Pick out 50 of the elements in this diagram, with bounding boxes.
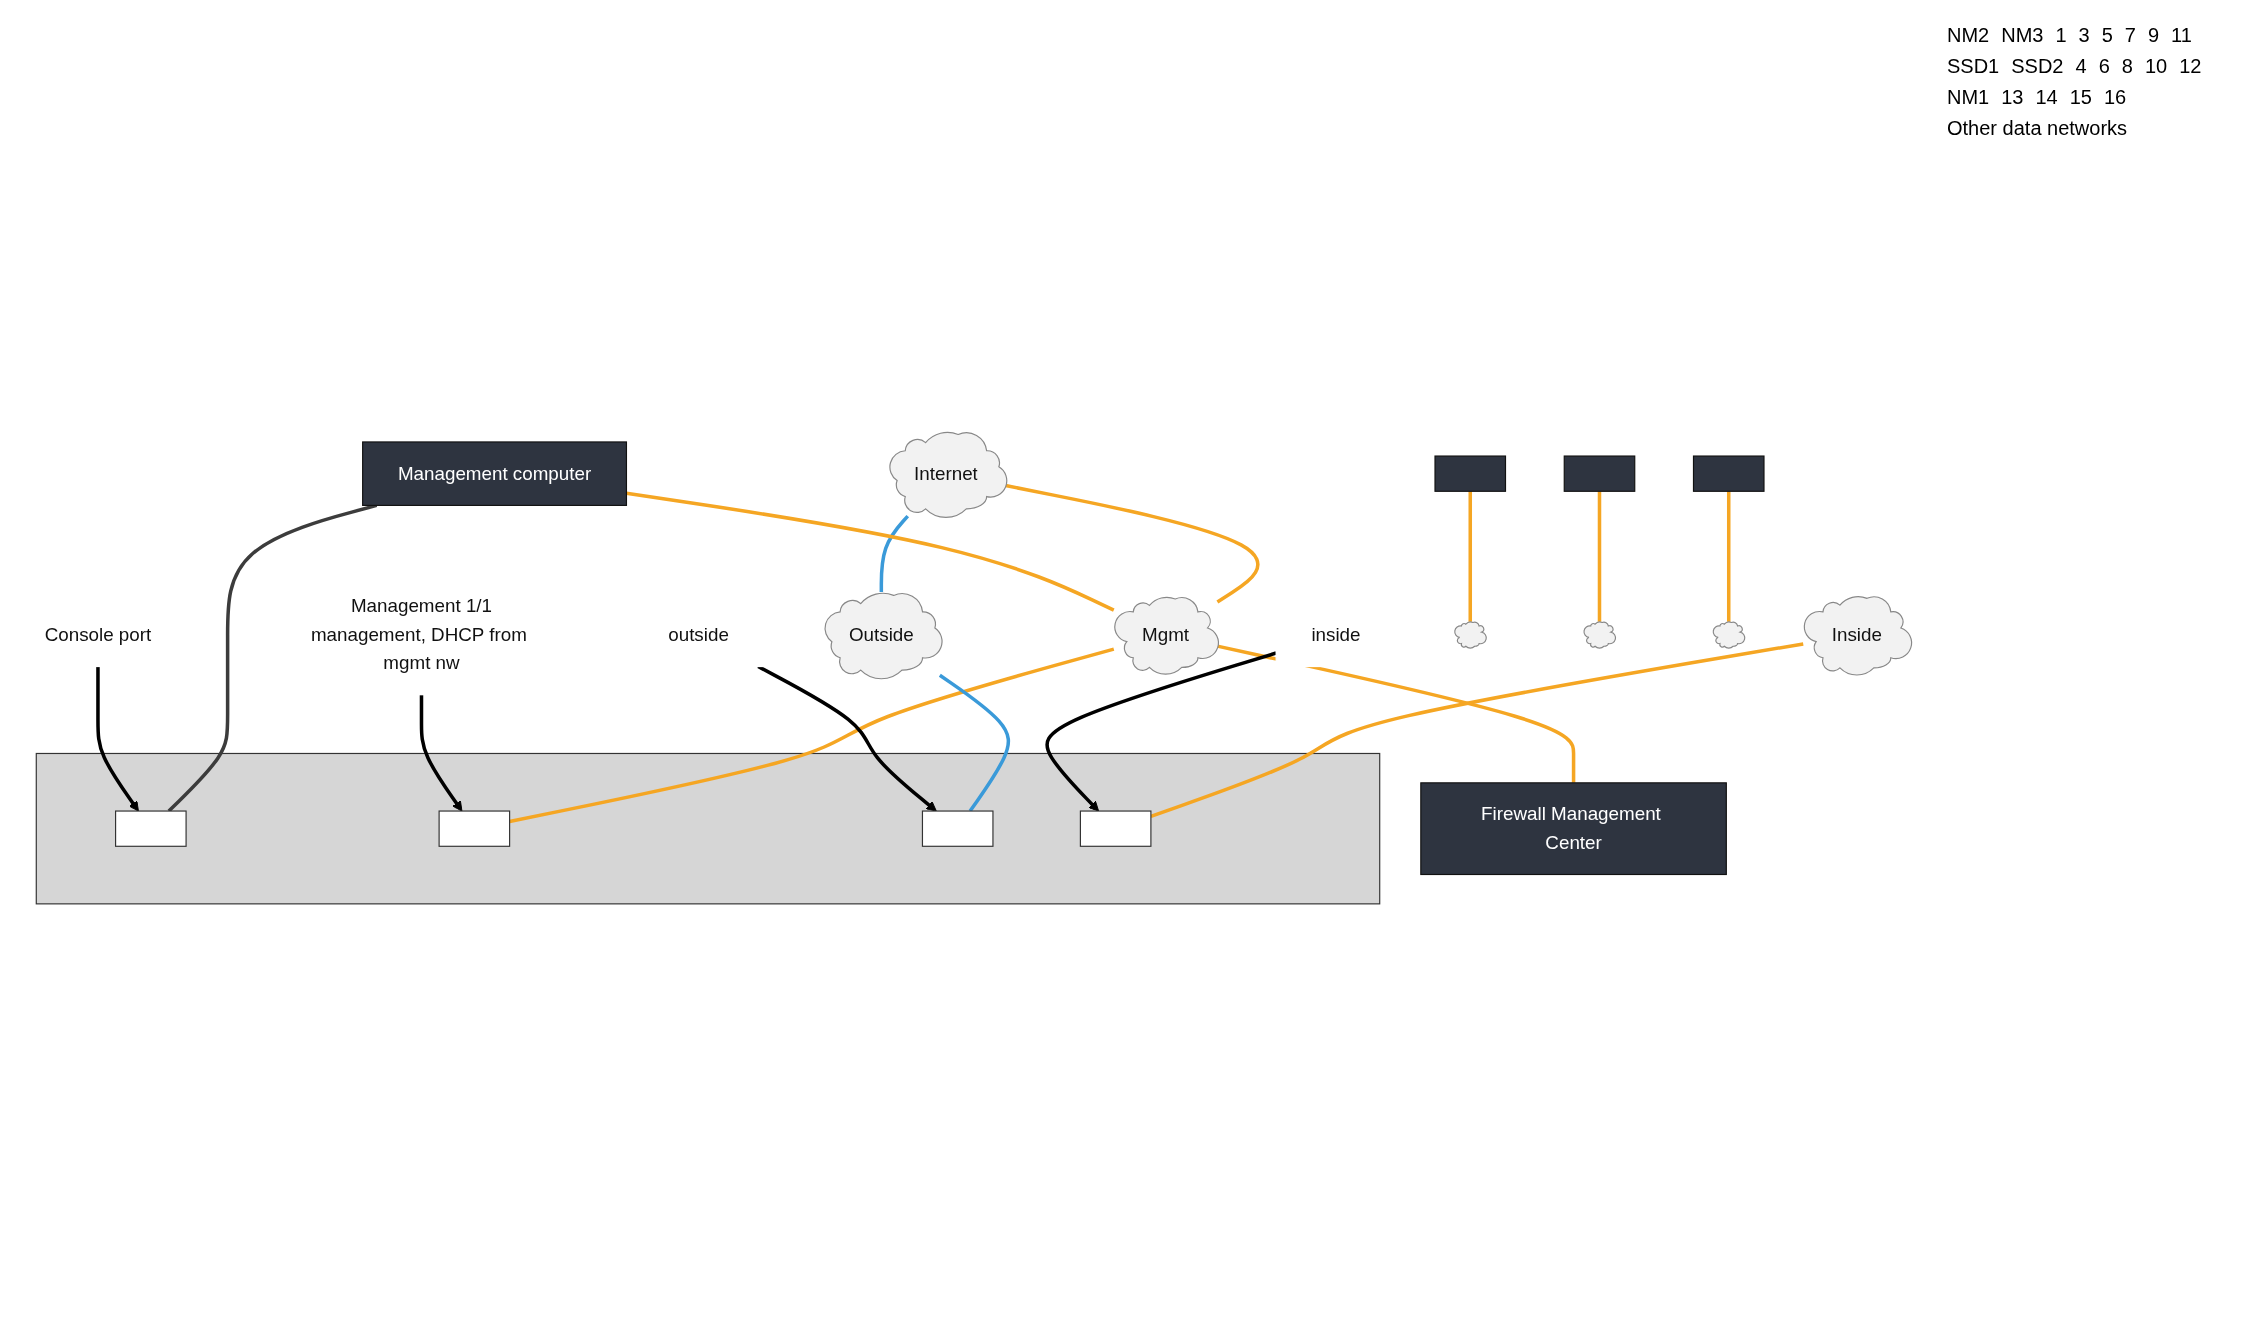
node-picture	[1434, 455, 1507, 492]
node-text: Management 1/1 management, DHCP from mgmt nw	[310, 595, 527, 673]
connector	[626, 491, 1115, 612]
port-label: 15	[2069, 86, 2092, 109]
node-box	[921, 810, 994, 847]
cluster	[35, 752, 1381, 905]
connector	[1468, 491, 1472, 622]
node-picture	[1563, 455, 1636, 492]
arrow	[757, 664, 937, 812]
port-label: 7	[2124, 24, 2136, 47]
port-label: SSD1	[1947, 55, 2000, 78]
connector	[1217, 644, 1576, 783]
arrow	[419, 694, 463, 812]
node-text: outside	[668, 624, 729, 645]
port-label: Other data networks	[1947, 117, 2128, 140]
connector	[1727, 491, 1731, 622]
node-cloud	[1454, 621, 1487, 649]
node-box	[438, 810, 511, 847]
port-label: NM2	[1947, 24, 1990, 47]
port-label: 13	[2001, 86, 2024, 109]
port-label: NM3	[2001, 24, 2044, 47]
connector	[1150, 642, 1804, 818]
node-cloud	[1583, 621, 1617, 649]
node-cloud	[1712, 621, 1746, 649]
port-label: 16	[2104, 86, 2127, 109]
port-label: 12	[2179, 55, 2202, 78]
arrow	[96, 666, 139, 812]
port-label: 4	[2075, 55, 2087, 78]
node-text: Console port	[44, 624, 152, 645]
node-box	[1079, 810, 1152, 847]
node-box: Management computer	[362, 441, 628, 506]
port-label: 5	[2101, 24, 2113, 47]
connector	[1597, 491, 1602, 622]
port-label: NM1	[1947, 86, 1990, 109]
port-label: 1	[2055, 24, 2067, 47]
node-picture	[1692, 455, 1765, 492]
port-label: 8	[2121, 55, 2133, 78]
node-box	[115, 810, 187, 847]
port-label: 3	[2078, 24, 2090, 47]
port-label: 9	[2147, 24, 2160, 47]
connector	[509, 647, 1115, 824]
port-label: SSD2	[2011, 55, 2064, 78]
node-box: Firewall Management Center	[1420, 782, 1727, 875]
port-label: 11	[2171, 24, 2192, 47]
port-label: 6	[2098, 55, 2110, 78]
arrow	[1045, 651, 1277, 812]
port-label: 10	[2144, 55, 2168, 78]
connector	[879, 514, 910, 592]
port-label: 14	[2035, 86, 2058, 109]
connector	[938, 673, 1011, 812]
